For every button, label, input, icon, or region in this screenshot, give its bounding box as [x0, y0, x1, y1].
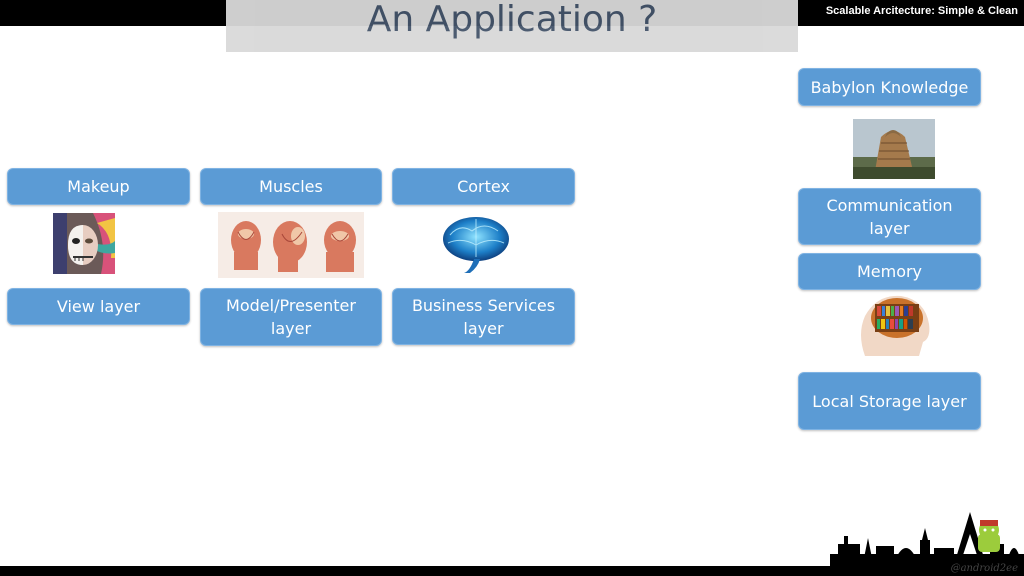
local-storage-layer-box: Local Storage layer	[798, 372, 981, 430]
tower-of-babel-image	[853, 119, 935, 179]
muscles-image	[218, 212, 364, 278]
view-layer-box: View layer	[7, 288, 190, 325]
face-makeup-image	[53, 213, 115, 274]
presentation-subtitle: Scalable Arcitecture: Simple & Clean	[825, 5, 1018, 17]
android-mascot-icon	[978, 520, 1000, 552]
head-bookshelf-image	[861, 295, 930, 356]
author-handle: @android2ee	[950, 563, 1018, 574]
bottom-bar	[0, 566, 1024, 576]
title-box: An Application ?	[226, 0, 798, 52]
communication-layer-box: Communication layer	[798, 188, 981, 245]
makeup-box: Makeup	[7, 168, 190, 205]
paris-skyline-image	[830, 512, 1024, 568]
cortex-box: Cortex	[392, 168, 575, 205]
business-services-layer-box: Business Services layer	[392, 288, 575, 345]
babylon-knowledge-box: Babylon Knowledge	[798, 68, 981, 106]
memory-box: Memory	[798, 253, 981, 290]
muscles-box: Muscles	[200, 168, 382, 205]
page-title: An Application ?	[366, 0, 658, 40]
brain-image	[443, 217, 509, 273]
model-presenter-layer-box: Model/Presenter layer	[200, 288, 382, 346]
